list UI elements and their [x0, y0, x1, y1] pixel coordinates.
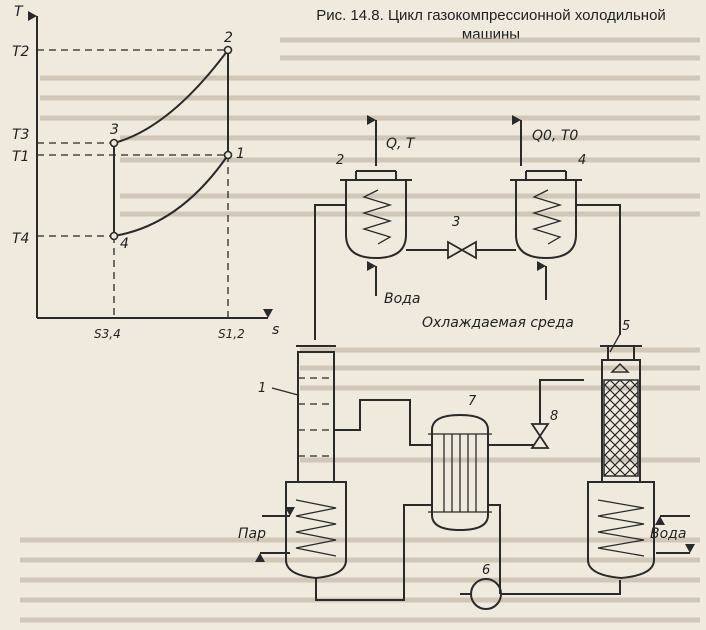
absorber-packing	[603, 379, 639, 477]
tick-label-t4: T4	[12, 231, 29, 247]
label-6: 6	[482, 563, 490, 578]
pipe-generator-heat-exchanger	[334, 399, 432, 446]
water-label-top: Вода	[384, 291, 420, 307]
pipe-heat-exchanger-valve	[488, 379, 584, 446]
point-3-label: 3	[110, 122, 119, 138]
tick-label-t3: T3	[12, 127, 29, 143]
point-2-marker	[223, 45, 233, 55]
ts-diagram: T s T2 T3 T1 T4 S3,4 S1,2 1 2 3 4	[12, 4, 279, 341]
apparatus-scheme: Q, T Вода 2 Q0, T0 Охлаждаемая среда 4 3	[238, 115, 695, 610]
condenser-heat-label: Q, T	[386, 136, 416, 152]
heat-exchanger-7: 7	[428, 394, 492, 532]
pipe-heat-exchanger-pump	[488, 504, 501, 594]
point-4-marker	[109, 231, 119, 241]
point-3-marker	[109, 138, 119, 148]
cooled-medium-label: Охлаждаемая среда	[422, 315, 574, 331]
point-1-label: 1	[236, 146, 245, 162]
caption-line-1: Рис. 14.8. Цикл газокомпрессионной холод…	[316, 7, 666, 24]
condenser-vessel	[345, 180, 407, 260]
point-1-marker	[223, 150, 233, 160]
condenser-coil	[361, 189, 393, 245]
label-2: 2	[336, 153, 344, 168]
label-4: 4	[578, 153, 586, 168]
s-axis-label: s	[272, 322, 279, 338]
label-8: 8	[550, 409, 558, 424]
heat-exchanger-shell	[431, 413, 489, 532]
generator-column-1: Пар 1	[238, 345, 347, 580]
generator-boiler	[285, 481, 347, 580]
label-1: 1	[258, 381, 266, 396]
pipe-generator-condenser	[314, 204, 346, 340]
water-label-right: Вода	[650, 526, 686, 542]
tick-label-t2: T2	[12, 44, 30, 60]
evaporator-4: Q0, T0 Охлаждаемая среда 4	[422, 115, 586, 331]
evaporator-vessel	[515, 180, 577, 260]
tick-label-s12: S1,2	[218, 327, 245, 341]
pipe-condenser-evaporator: 3	[406, 215, 516, 260]
label-5: 5	[622, 319, 630, 334]
absorber-5: Вода 5	[587, 319, 695, 580]
pump-body	[470, 578, 502, 610]
absorber-cooler	[587, 481, 655, 580]
process-2-3	[113, 49, 229, 144]
label-3: 3	[452, 215, 460, 230]
tick-label-t1: T1	[12, 149, 29, 165]
condenser-2: Q, T Вода 2	[336, 115, 420, 307]
throttle-valve-8	[530, 423, 550, 449]
point-4-label: 4	[120, 236, 129, 252]
tick-label-s34: S3,4	[94, 327, 121, 341]
evaporator-coil	[531, 189, 563, 245]
throttle-valve-3	[447, 240, 477, 260]
pipe-pump-absorber	[501, 580, 621, 595]
pipe-generator-bottom	[315, 504, 432, 601]
point-2-label: 2	[224, 30, 233, 46]
pipe-evaporator-absorber	[576, 204, 621, 335]
t-axis-label: T	[14, 4, 24, 20]
label-7: 7	[468, 394, 477, 409]
background-print-texture	[20, 37, 700, 623]
generator-heating-coil	[295, 499, 337, 557]
absorber-cooling-coil	[597, 499, 645, 557]
steam-label: Пар	[238, 526, 266, 542]
absorber-sprayer	[610, 362, 630, 373]
evaporator-heat-label: Q0, T0	[532, 128, 578, 144]
process-4-1	[113, 154, 229, 237]
